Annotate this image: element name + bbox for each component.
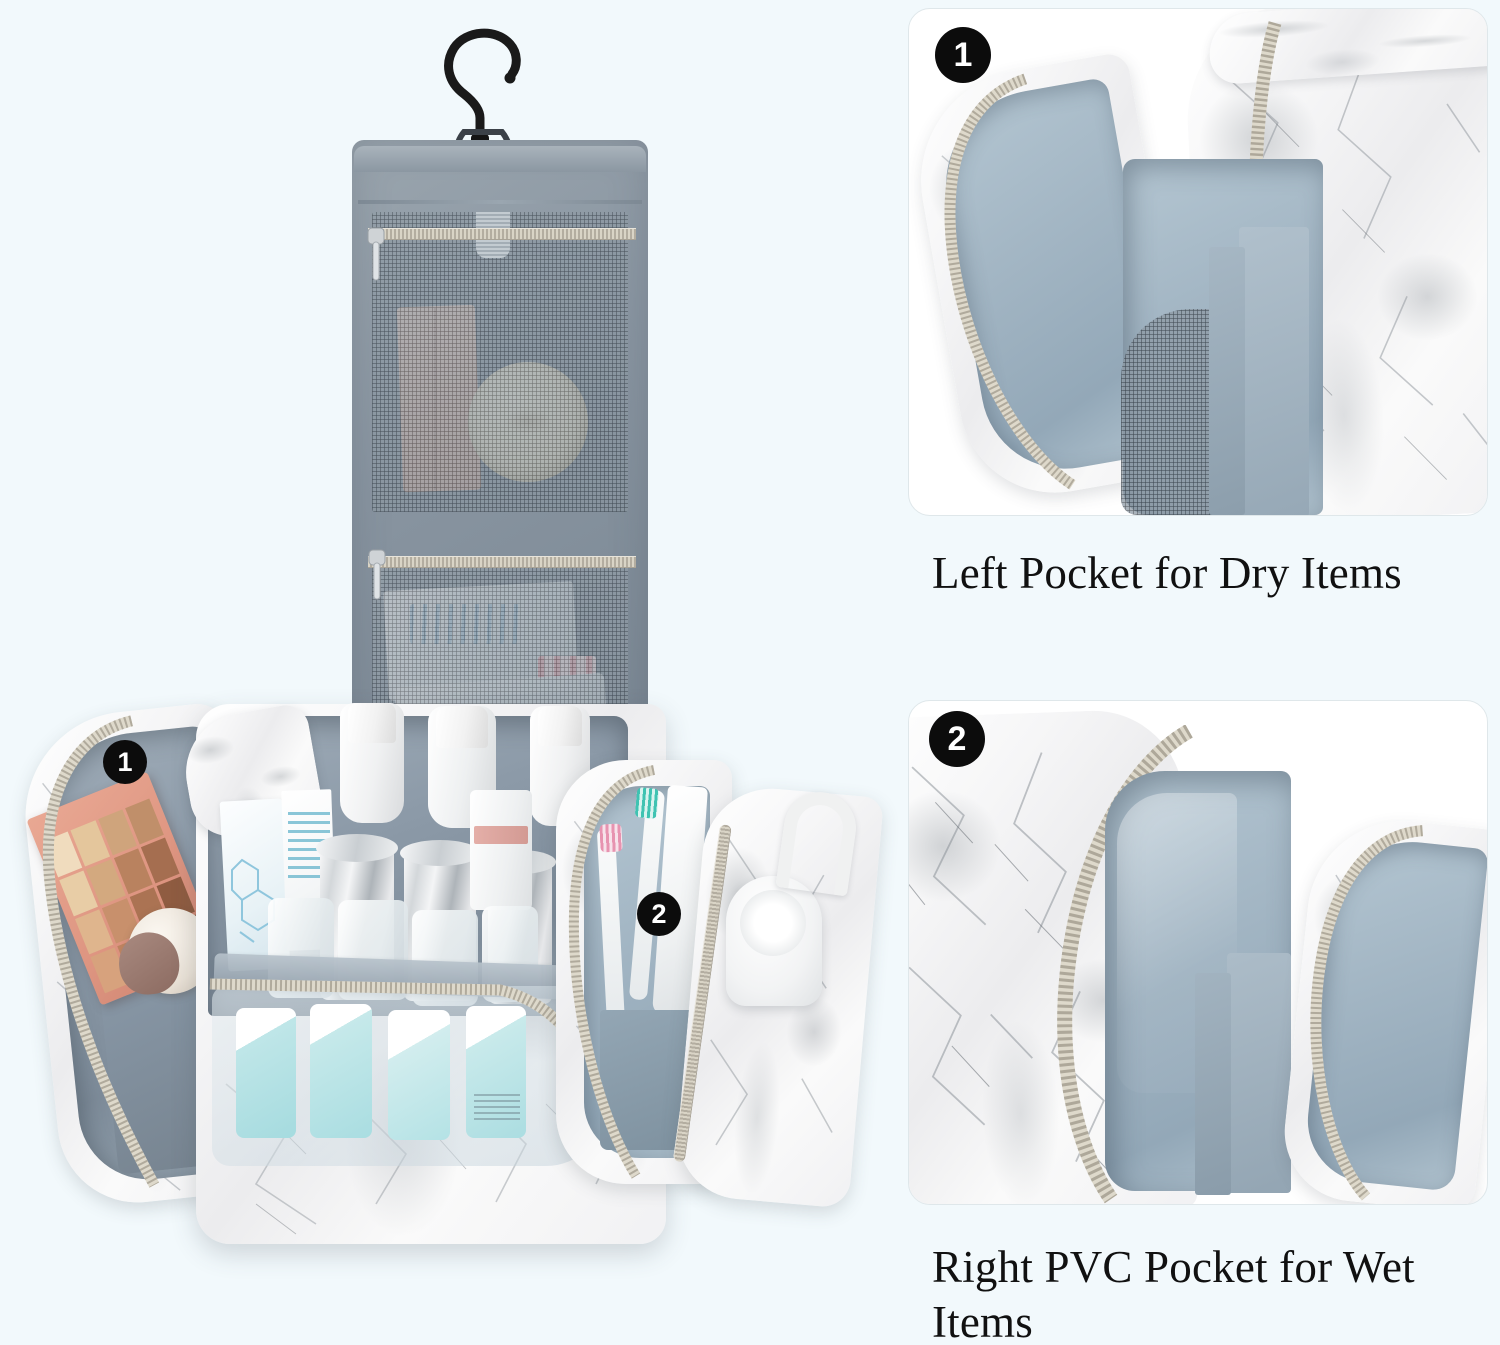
panel2-right-flap-zipper[interactable]: [1280, 814, 1487, 1204]
main-image-badge-1: 1: [103, 740, 147, 784]
panel2-divider: [1227, 953, 1291, 1193]
badge-label: 2: [651, 898, 667, 929]
detail-panel-2-badge: 2: [929, 711, 985, 767]
detail-caption-2: Right PVC Pocket for Wet Items: [932, 1242, 1415, 1345]
mesh-overlay: [372, 212, 628, 512]
detail-panel-2: 2: [908, 700, 1488, 1205]
detail-photo-1: [909, 9, 1487, 515]
panel2-main-zipper[interactable]: [1029, 725, 1309, 1204]
front-window-pocket: [212, 986, 606, 1166]
hanging-panel-seam: [358, 200, 642, 204]
mesh-pocket-bottom-zipper[interactable]: [368, 556, 636, 568]
panel1-divider: [1239, 227, 1309, 515]
hanging-panel-hem: [354, 146, 646, 172]
mesh-pocket-top-zipper[interactable]: [368, 228, 636, 240]
blue-lotion-bottle: [310, 1004, 372, 1138]
left-flap-zipper[interactable]: [20, 704, 284, 1216]
badge-label: 1: [117, 746, 133, 777]
detail-caption-1: Left Pocket for Dry Items: [932, 548, 1402, 598]
thermal-spray-bottle: [470, 790, 532, 910]
blue-lotion-bottle: [236, 1008, 296, 1138]
panel1-flap-zipper[interactable]: [909, 53, 1202, 510]
detail-panel-1-badge: 1: [935, 27, 991, 83]
panel1-divider: [1209, 247, 1245, 515]
zipper-pull-icon[interactable]: [364, 548, 390, 606]
badge-label: 1: [953, 36, 973, 74]
detail-photo-2: [909, 701, 1487, 1204]
badge-label: 2: [947, 720, 967, 758]
zipper-pull-icon[interactable]: [362, 226, 390, 286]
panel2-divider: [1195, 973, 1231, 1195]
detail-panel-1: 1: [908, 8, 1488, 516]
mesh-pocket-top: [372, 212, 628, 512]
main-image-badge-2: 2: [637, 892, 681, 936]
main-product-image: 1 2: [15, 28, 884, 1244]
right-flap-zipper[interactable]: [558, 764, 736, 1188]
blue-lotion-bottle: [388, 1010, 450, 1140]
